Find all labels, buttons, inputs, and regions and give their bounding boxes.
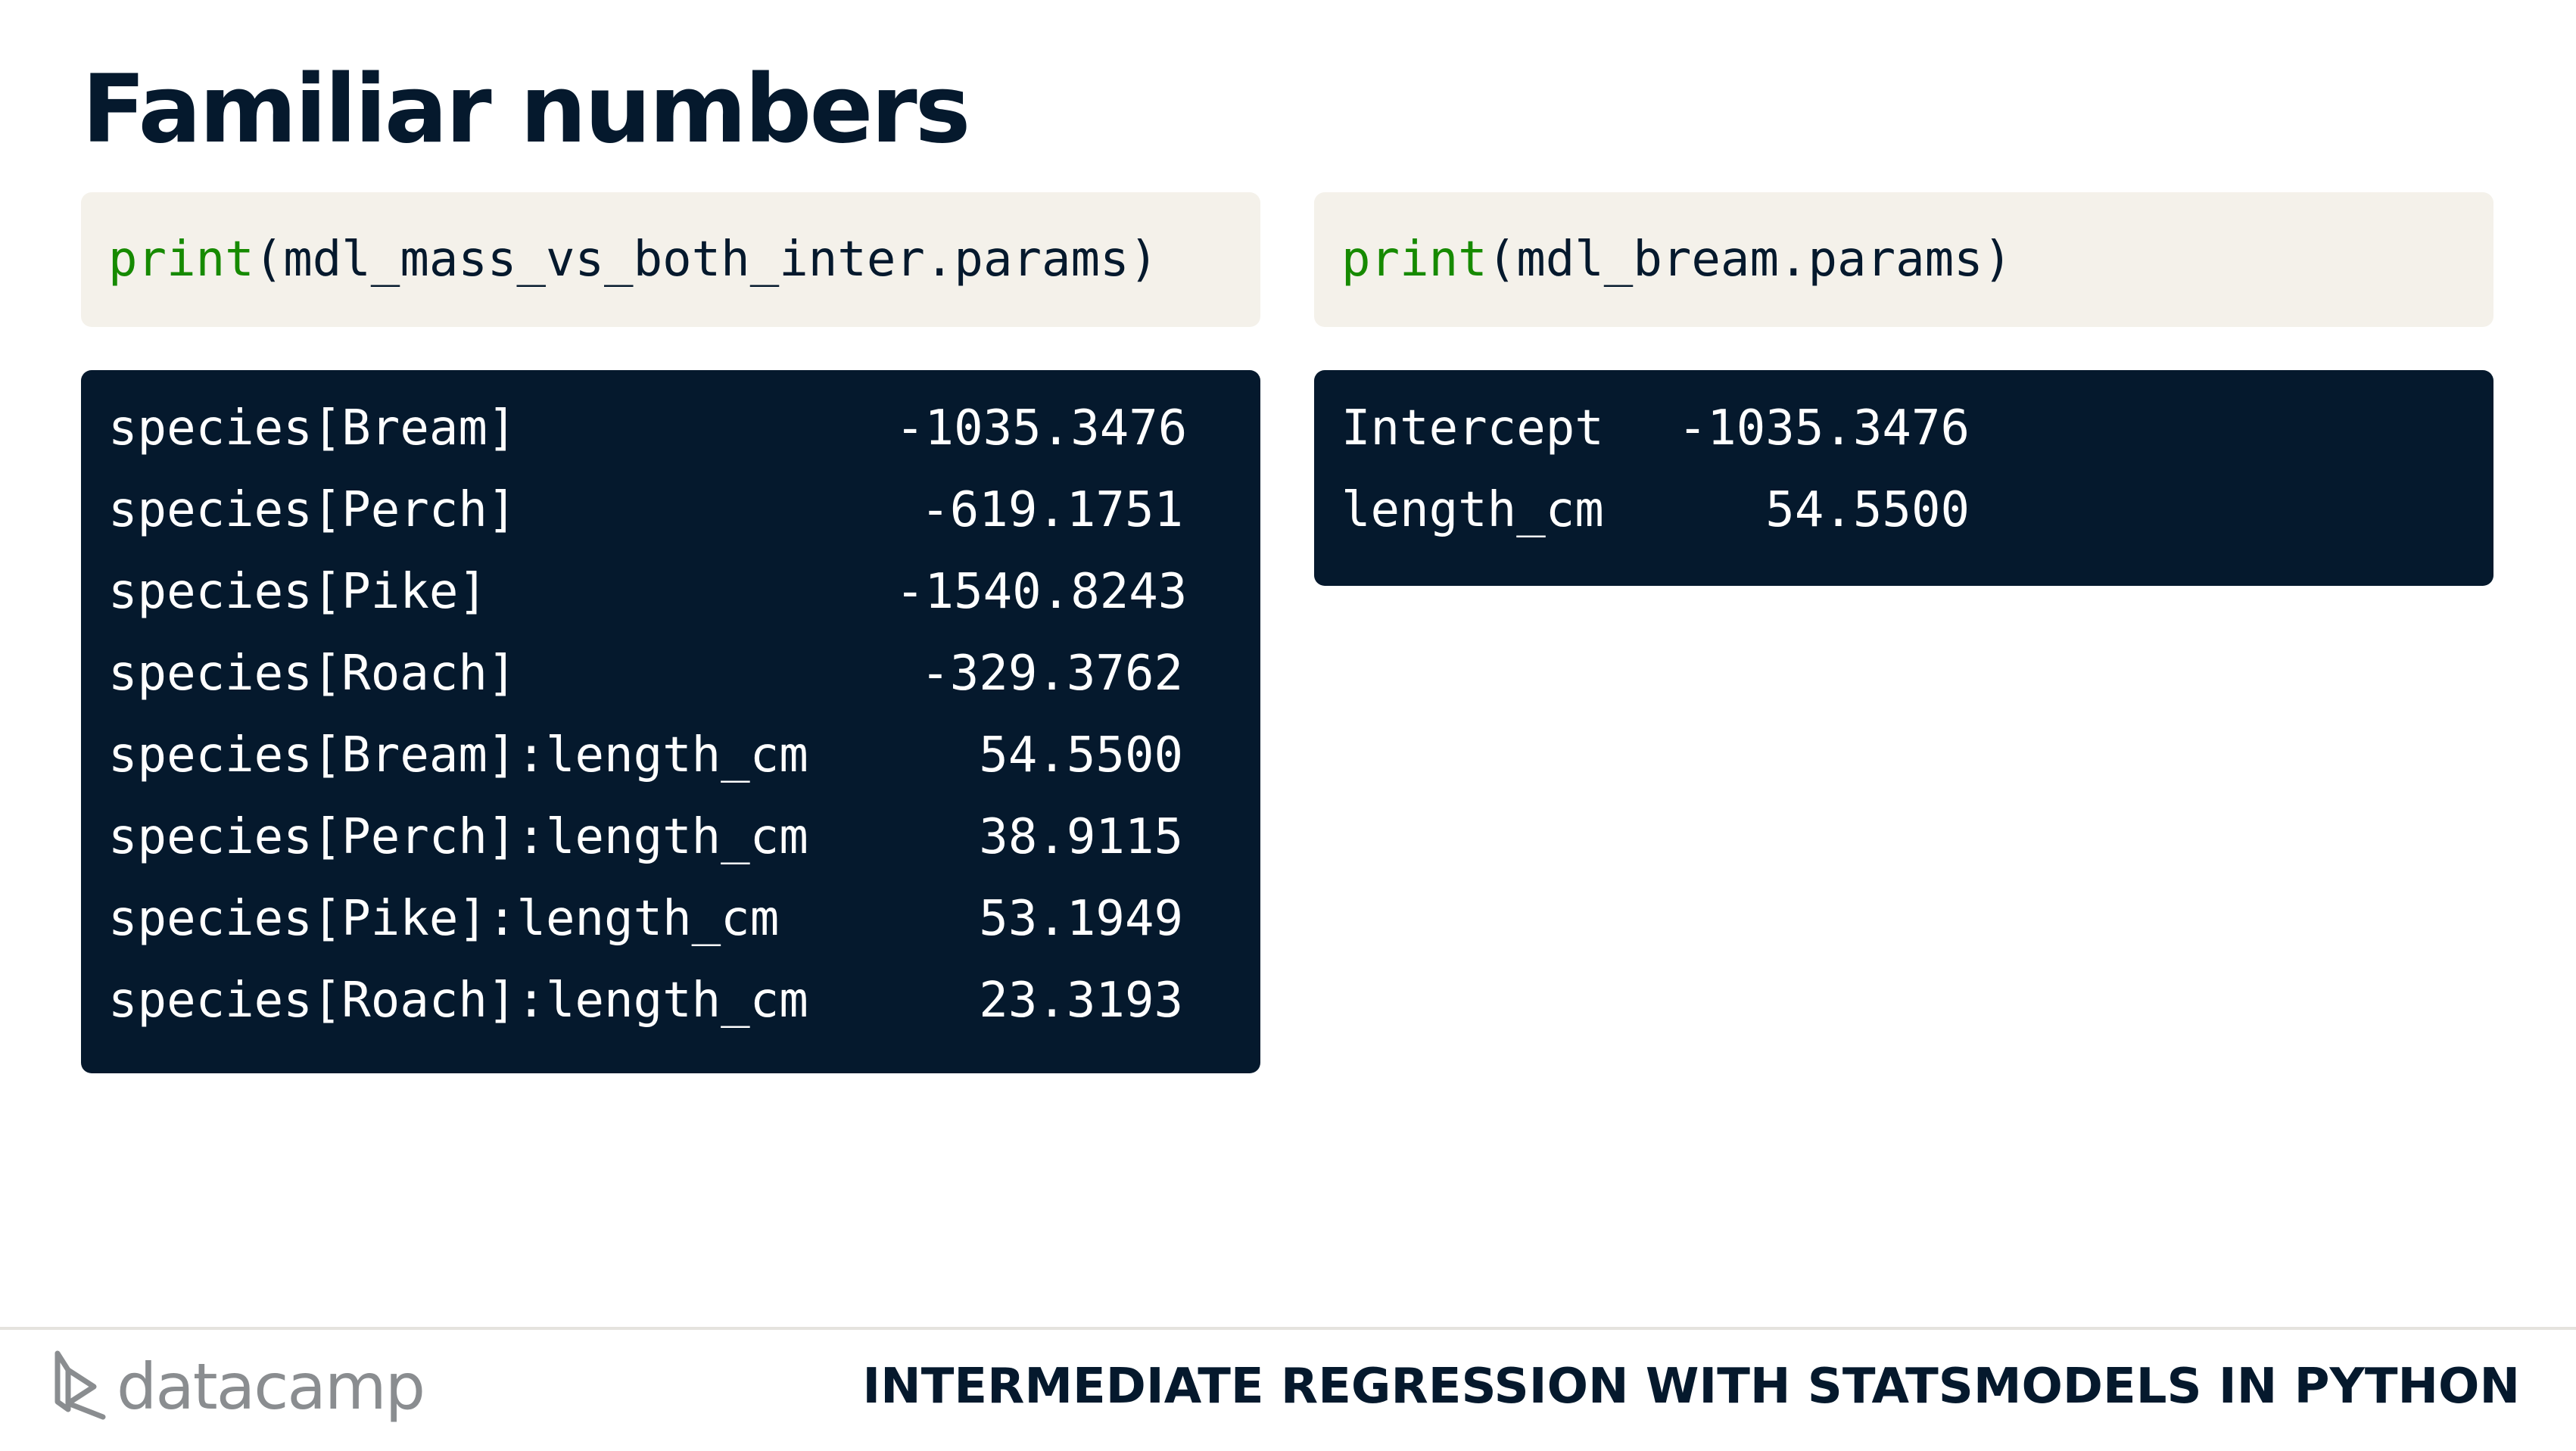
code-args: (mdl_mass_vs_both_inter.params) bbox=[254, 232, 1159, 288]
param-name: species[Pike] bbox=[108, 564, 487, 620]
code-keyword: print bbox=[1341, 232, 1487, 288]
param-value: 23.3193 bbox=[979, 973, 1183, 1029]
param-value: -619.1751 bbox=[920, 482, 1183, 538]
param-value: -1540.8243 bbox=[896, 564, 1188, 620]
param-name: species[Perch] bbox=[108, 482, 517, 538]
output-row: species[Pike]:length_cm 53.1949 bbox=[108, 889, 1260, 971]
param-value: 38.9115 bbox=[979, 809, 1183, 865]
code-block-right: print(mdl_bream.params) bbox=[1314, 192, 2493, 327]
output-row: length_cm 54.5500 bbox=[1341, 481, 2493, 562]
param-value: -1035.3476 bbox=[896, 400, 1188, 456]
output-row: species[Roach]:length_cm 23.3193 bbox=[108, 971, 1260, 1053]
output-block-left: species[Bream] -1035.3476 species[Perch] -… bbox=[81, 370, 1260, 1073]
code-args: (mdl_bream.params) bbox=[1487, 232, 2013, 288]
code-keyword: print bbox=[108, 232, 254, 288]
param-value: 54.5500 bbox=[979, 727, 1183, 783]
param-name: length_cm bbox=[1341, 482, 1604, 538]
course-title: INTERMEDIATE REGRESSION WITH STATSMODELS… bbox=[862, 1359, 2520, 1415]
param-name: Intercept bbox=[1341, 400, 1604, 456]
output-row: species[Roach] -329.3762 bbox=[108, 644, 1260, 726]
datacamp-logo: datacamp bbox=[51, 1347, 425, 1426]
param-value: 53.1949 bbox=[979, 891, 1183, 947]
output-row: species[Pike] -1540.8243 bbox=[108, 562, 1260, 644]
param-name: species[Pike]:length_cm bbox=[108, 891, 780, 947]
param-value: -329.3762 bbox=[920, 646, 1183, 702]
param-value: -1035.3476 bbox=[1677, 400, 1970, 456]
param-name: species[Perch]:length_cm bbox=[108, 809, 808, 865]
param-value: 54.5500 bbox=[1765, 482, 1970, 538]
param-name: species[Roach]:length_cm bbox=[108, 973, 808, 1029]
footer-divider bbox=[0, 1327, 2576, 1330]
output-block-right: Intercept -1035.3476 length_cm 54.5500 bbox=[1314, 370, 2493, 586]
output-row: species[Perch] -619.1751 bbox=[108, 481, 1260, 562]
output-row: species[Perch]:length_cm 38.9115 bbox=[108, 808, 1260, 889]
output-row: species[Bream]:length_cm 54.5500 bbox=[108, 726, 1260, 808]
param-name: species[Bream] bbox=[108, 400, 517, 456]
output-row: Intercept -1035.3476 bbox=[1341, 399, 2493, 481]
slide-title: Familiar numbers bbox=[82, 55, 970, 164]
param-name: species[Bream]:length_cm bbox=[108, 727, 808, 783]
param-name: species[Roach] bbox=[108, 646, 517, 702]
datacamp-logo-icon bbox=[51, 1347, 109, 1426]
datacamp-logo-text: datacamp bbox=[117, 1350, 425, 1424]
code-block-left: print(mdl_mass_vs_both_inter.params) bbox=[81, 192, 1260, 327]
output-row: species[Bream] -1035.3476 bbox=[108, 399, 1260, 481]
